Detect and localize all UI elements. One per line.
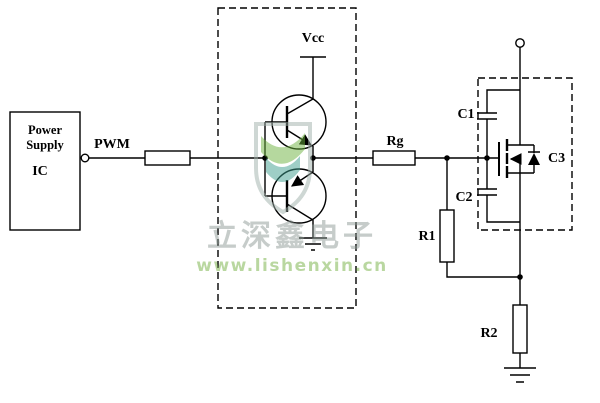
r1-resistor: [439, 209, 455, 263]
c1-label: C1: [457, 107, 474, 122]
r1-branch: R1: [418, 158, 520, 278]
junction-dot: [517, 274, 523, 280]
mosfet-dashed-box: [477, 77, 573, 231]
driver-ground-icon: [299, 237, 327, 251]
shield-swoosh-teal: [266, 156, 300, 183]
watermark: 立深鑫电子 www.lishenxin.cn: [196, 122, 388, 276]
pwm-output-terminal: [80, 153, 90, 163]
rg-resistor: [372, 150, 416, 166]
body-diode-triangle: [528, 153, 540, 165]
r2-label: R2: [480, 326, 497, 341]
watermark-url: www.lishenxin.cn: [196, 256, 388, 276]
power-supply-ic-block: Power Supply IC: [9, 111, 90, 231]
vcc-label: Vcc: [302, 31, 325, 46]
c1-c2-capacitor-ladder: [477, 89, 520, 223]
r2-resistor: [512, 304, 528, 354]
drain-terminal: [515, 38, 525, 48]
junction-dot: [484, 155, 490, 161]
power-supply-label-line2: Supply: [26, 138, 64, 152]
main-ground-icon: [504, 367, 536, 383]
shield-outline: [254, 122, 312, 215]
c3-label: C3: [548, 151, 565, 166]
junction-dot: [444, 155, 450, 161]
c2-label: C2: [455, 190, 472, 205]
pnp-collector-wire: [286, 203, 314, 238]
rg-label: Rg: [386, 134, 403, 149]
watermark-title: 立深鑫电子: [207, 219, 377, 254]
r1-label: R1: [418, 229, 435, 244]
npn-collector-wire: [286, 56, 326, 115]
power-supply-label-line1: Power: [28, 123, 62, 137]
body-diode-wires: [528, 145, 540, 173]
r2-branch: R2: [480, 304, 536, 383]
series-resistor: [144, 150, 191, 166]
brand-shield-icon: [254, 122, 312, 215]
npn-emitter-arrow: [286, 129, 313, 146]
power-supply-box: [9, 111, 81, 231]
mosfet-network: C1 C2 C3: [455, 38, 573, 305]
shield-swoosh-green: [261, 133, 305, 164]
pwm-label: PWM: [94, 137, 130, 152]
power-supply-label-ic: IC: [32, 164, 48, 179]
wire-r1: [446, 158, 520, 278]
